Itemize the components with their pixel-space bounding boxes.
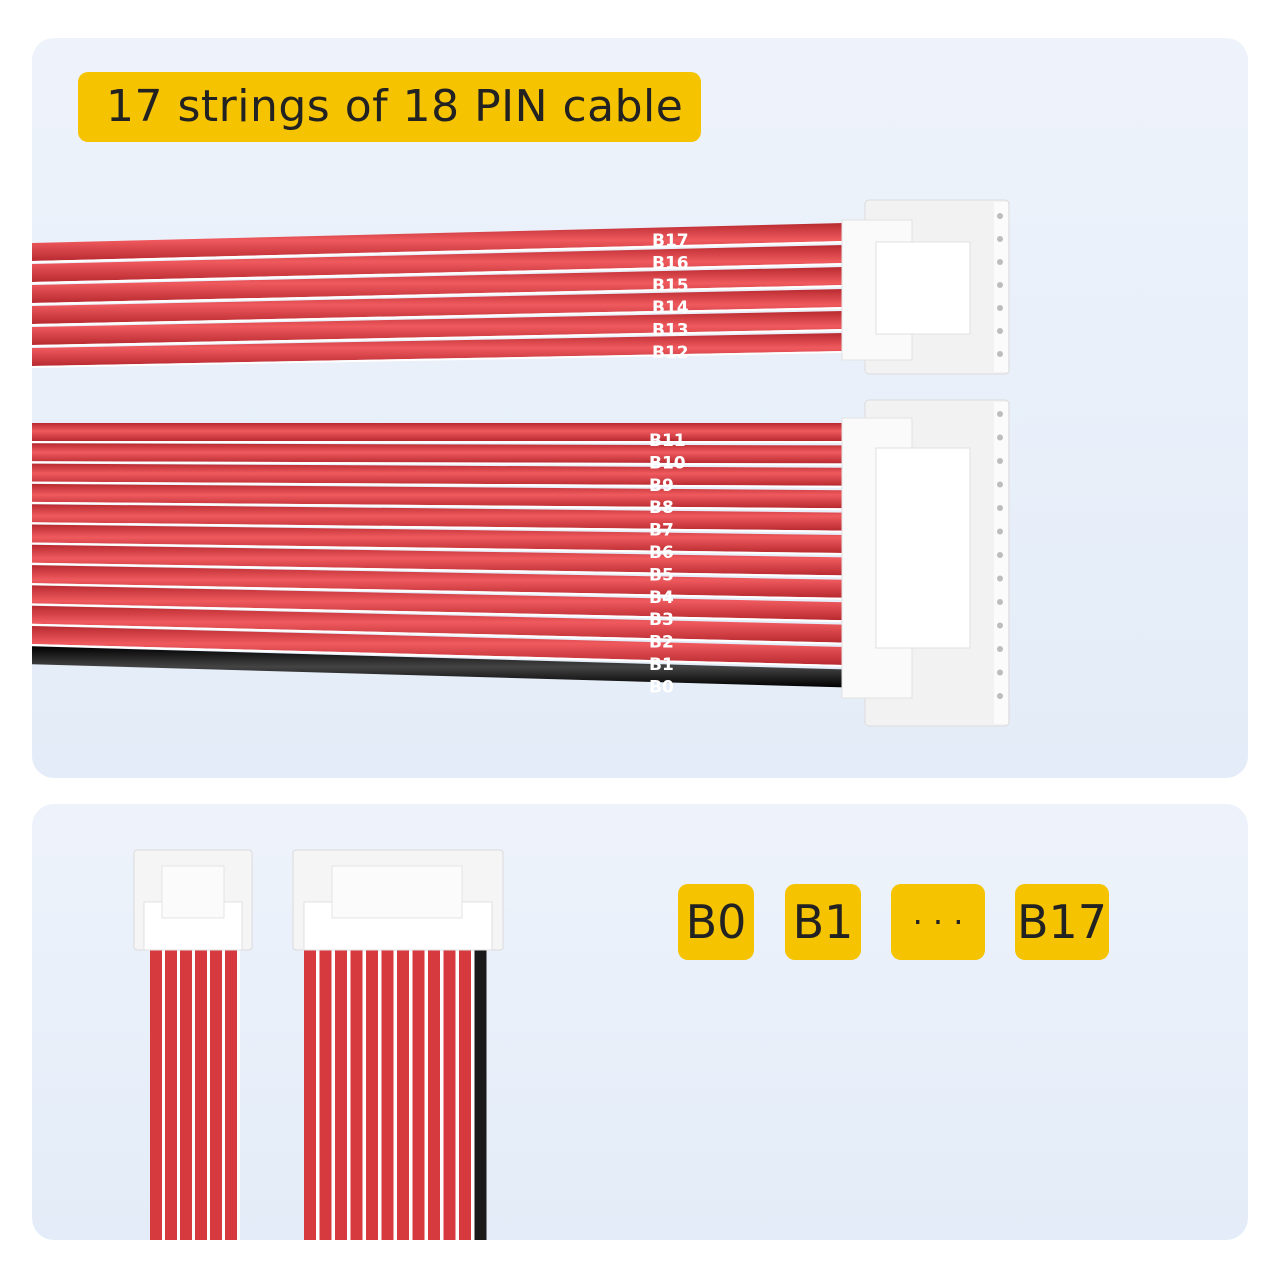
callout-b1: B1 xyxy=(785,884,861,960)
pin-label-group: B17B16B15B14B13B12B11B10B9B8B7B6B5B4B3B2… xyxy=(649,231,689,697)
wire-B8 xyxy=(32,483,844,509)
connector-12pin-front-icon xyxy=(292,849,504,951)
pin-label-b2: B2 xyxy=(649,633,674,653)
wire-B10 xyxy=(32,443,844,464)
connector-6pin-front-icon xyxy=(133,849,253,951)
wire-B2 xyxy=(32,605,844,643)
pin-label-b8: B8 xyxy=(649,498,674,518)
front-view-diagram xyxy=(133,849,504,1240)
side-view-panel: 17 strings of 18 PIN cable xyxy=(32,38,1248,778)
large-wire-bundle-icon xyxy=(304,950,487,1240)
large-wire xyxy=(443,950,456,1240)
upper-wire-bundle-icon xyxy=(32,223,845,368)
pin-label-b9: B9 xyxy=(649,476,674,496)
connector-6pin-icon xyxy=(841,199,1010,375)
wire-B13 xyxy=(32,311,844,345)
page-title: 17 strings of 18 PIN cable xyxy=(78,72,702,142)
wire-B6 xyxy=(32,524,844,553)
large-wire xyxy=(474,950,487,1240)
small-wire xyxy=(225,950,237,1240)
large-wire xyxy=(428,950,440,1240)
large-wire xyxy=(319,950,332,1240)
large-wire xyxy=(412,950,425,1240)
wire-B11 xyxy=(32,423,844,441)
large-wire xyxy=(381,950,394,1240)
large-wire xyxy=(366,950,378,1240)
pin-label-b17: B17 xyxy=(652,231,689,251)
wire-B1 xyxy=(32,626,844,665)
pin-label-b12: B12 xyxy=(652,343,689,363)
small-wire xyxy=(180,950,192,1240)
large-wire xyxy=(459,950,471,1240)
callout-ellipsis: · · · xyxy=(891,884,985,960)
lower-wire-bundle-icon xyxy=(32,423,845,688)
wire-B3 xyxy=(32,585,844,621)
side-view-diagram: B17B16B15B14B13B12B11B10B9B8B7B6B5B4B3B2… xyxy=(32,199,1010,727)
wire-B12 xyxy=(32,333,844,366)
pin-label-b13: B13 xyxy=(652,321,689,341)
small-wire-bundle-icon xyxy=(150,950,240,1240)
connector-12pin-icon xyxy=(841,399,1010,727)
large-wire xyxy=(304,950,316,1240)
pin-label-b0: B0 xyxy=(649,677,674,697)
pin-label-b7: B7 xyxy=(649,521,674,541)
wire-B5 xyxy=(32,544,844,576)
pin-label-b1: B1 xyxy=(649,655,674,675)
pin-label-b5: B5 xyxy=(649,565,674,585)
small-wire xyxy=(195,950,207,1240)
pin-label-b10: B10 xyxy=(649,453,686,473)
wire-B9 xyxy=(32,463,844,486)
wire-B17 xyxy=(32,223,844,261)
small-wire xyxy=(150,950,162,1240)
pin-label-b16: B16 xyxy=(652,253,689,273)
pin-label-b11: B11 xyxy=(649,431,686,451)
pin-label-b15: B15 xyxy=(652,276,689,296)
pin-label-b6: B6 xyxy=(649,543,674,563)
wire-B0 xyxy=(32,646,844,688)
wire-B4 xyxy=(32,565,844,598)
large-wire xyxy=(350,950,363,1240)
wire-B14 xyxy=(32,289,844,324)
front-view-panel: B0 B1 · · · B17 xyxy=(32,804,1248,1240)
small-wire xyxy=(165,950,177,1240)
pin-holes xyxy=(997,213,1003,699)
callout-b0: B0 xyxy=(678,884,754,960)
small-wire xyxy=(210,950,222,1240)
large-wire xyxy=(335,950,347,1240)
large-wire xyxy=(397,950,409,1240)
pin-label-b14: B14 xyxy=(652,298,689,318)
pin-label-b3: B3 xyxy=(649,610,674,630)
wire-B16 xyxy=(32,245,844,282)
wire-B7 xyxy=(32,504,844,531)
pin-label-b4: B4 xyxy=(649,588,674,608)
callout-b17: B17 xyxy=(1015,884,1109,960)
wire-B15 xyxy=(32,267,844,303)
